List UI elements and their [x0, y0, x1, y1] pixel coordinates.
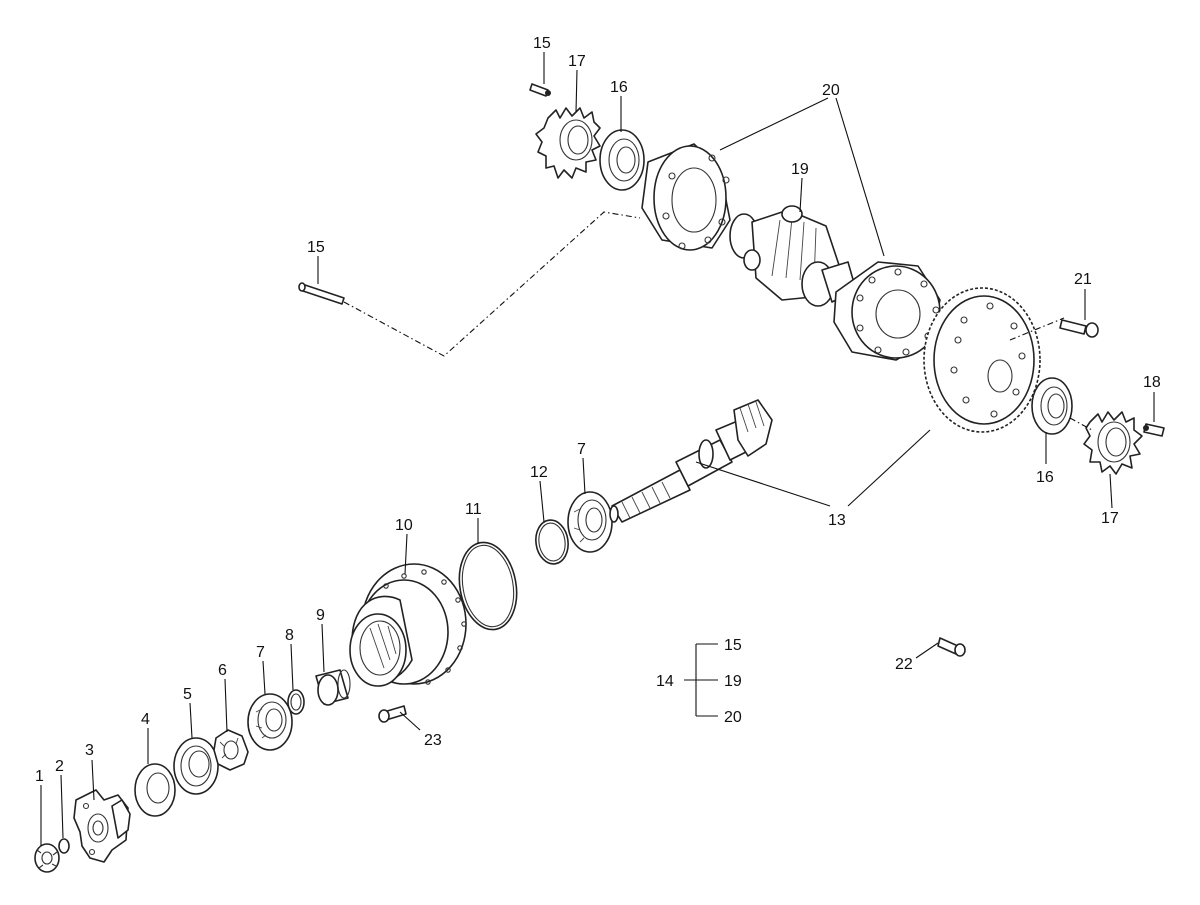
part-13-pinion-shaft	[609, 399, 773, 523]
callout-5: 5	[183, 686, 192, 703]
callout-21: 21	[1074, 271, 1092, 288]
callout-1: 1	[35, 768, 44, 785]
callout-17-top: 17	[568, 53, 586, 70]
part-4-seal	[134, 763, 176, 817]
callout-2: 2	[55, 758, 64, 775]
part-13-ring-gear	[923, 287, 1041, 433]
part-16-bearing-right	[1031, 377, 1073, 435]
callout-4: 4	[141, 711, 150, 728]
part-17-adjuster-right	[1083, 411, 1143, 475]
part-7-bearing-lower	[247, 693, 293, 751]
callout-8: 8	[285, 627, 294, 644]
part-5-washer	[173, 737, 219, 795]
part-7-bearing-upper	[567, 491, 613, 553]
callout-15-top: 15	[533, 35, 551, 52]
part-20-case-right	[833, 261, 941, 361]
part-6-nut	[213, 729, 249, 771]
callout-3: 3	[85, 742, 94, 759]
part-15-pin-left	[298, 282, 345, 305]
kit-child-label-2: 19	[724, 673, 742, 690]
part-15-bolt-top	[529, 83, 551, 97]
callout-labels: 1 2 3 4 5 6 7 8 9 10 11 12 7 13 15 17 16…	[35, 35, 1161, 785]
callout-16-right: 16	[1036, 469, 1054, 486]
callout-9: 9	[316, 607, 325, 624]
leader-lines	[40, 52, 1155, 846]
part-10-pinion-housing	[349, 563, 467, 687]
part-9-sleeve	[315, 669, 351, 706]
callout-7-lower: 7	[256, 644, 265, 661]
part-1-nut	[34, 843, 60, 873]
kit-parent-label: 14	[656, 673, 674, 690]
part-11-o-ring	[458, 541, 518, 631]
callout-23: 23	[424, 732, 442, 749]
part-23-bolt	[378, 705, 407, 723]
part-19-differential-gears	[729, 205, 857, 307]
callout-10: 10	[395, 517, 413, 534]
part-16-bearing-top	[599, 129, 645, 191]
callout-12: 12	[530, 464, 548, 481]
part-12-shim	[535, 519, 569, 565]
callout-22: 22	[895, 656, 913, 673]
callout-18: 18	[1143, 374, 1161, 391]
part-20-case-left	[641, 143, 731, 251]
part-3-yoke-flange	[73, 789, 131, 863]
callout-13: 13	[828, 512, 846, 529]
part-2-o-ring	[58, 838, 70, 854]
callout-20: 20	[822, 82, 840, 99]
callout-7-upper: 7	[577, 441, 586, 458]
callout-15-left: 15	[307, 239, 325, 256]
callout-19: 19	[791, 161, 809, 178]
part-21-bolt	[1059, 319, 1099, 338]
callout-16-top: 16	[610, 79, 628, 96]
part-17-adjuster-top	[535, 107, 601, 179]
kit-child-label-1: 15	[724, 637, 742, 654]
kit-child-label-3: 20	[724, 709, 742, 726]
callout-6: 6	[218, 662, 227, 679]
part-8-spacer-ring	[287, 689, 305, 715]
part-22-bolt	[937, 637, 966, 657]
callout-17-right: 17	[1101, 510, 1119, 527]
callout-11: 11	[465, 501, 482, 518]
part-18-bolt	[1143, 423, 1165, 437]
